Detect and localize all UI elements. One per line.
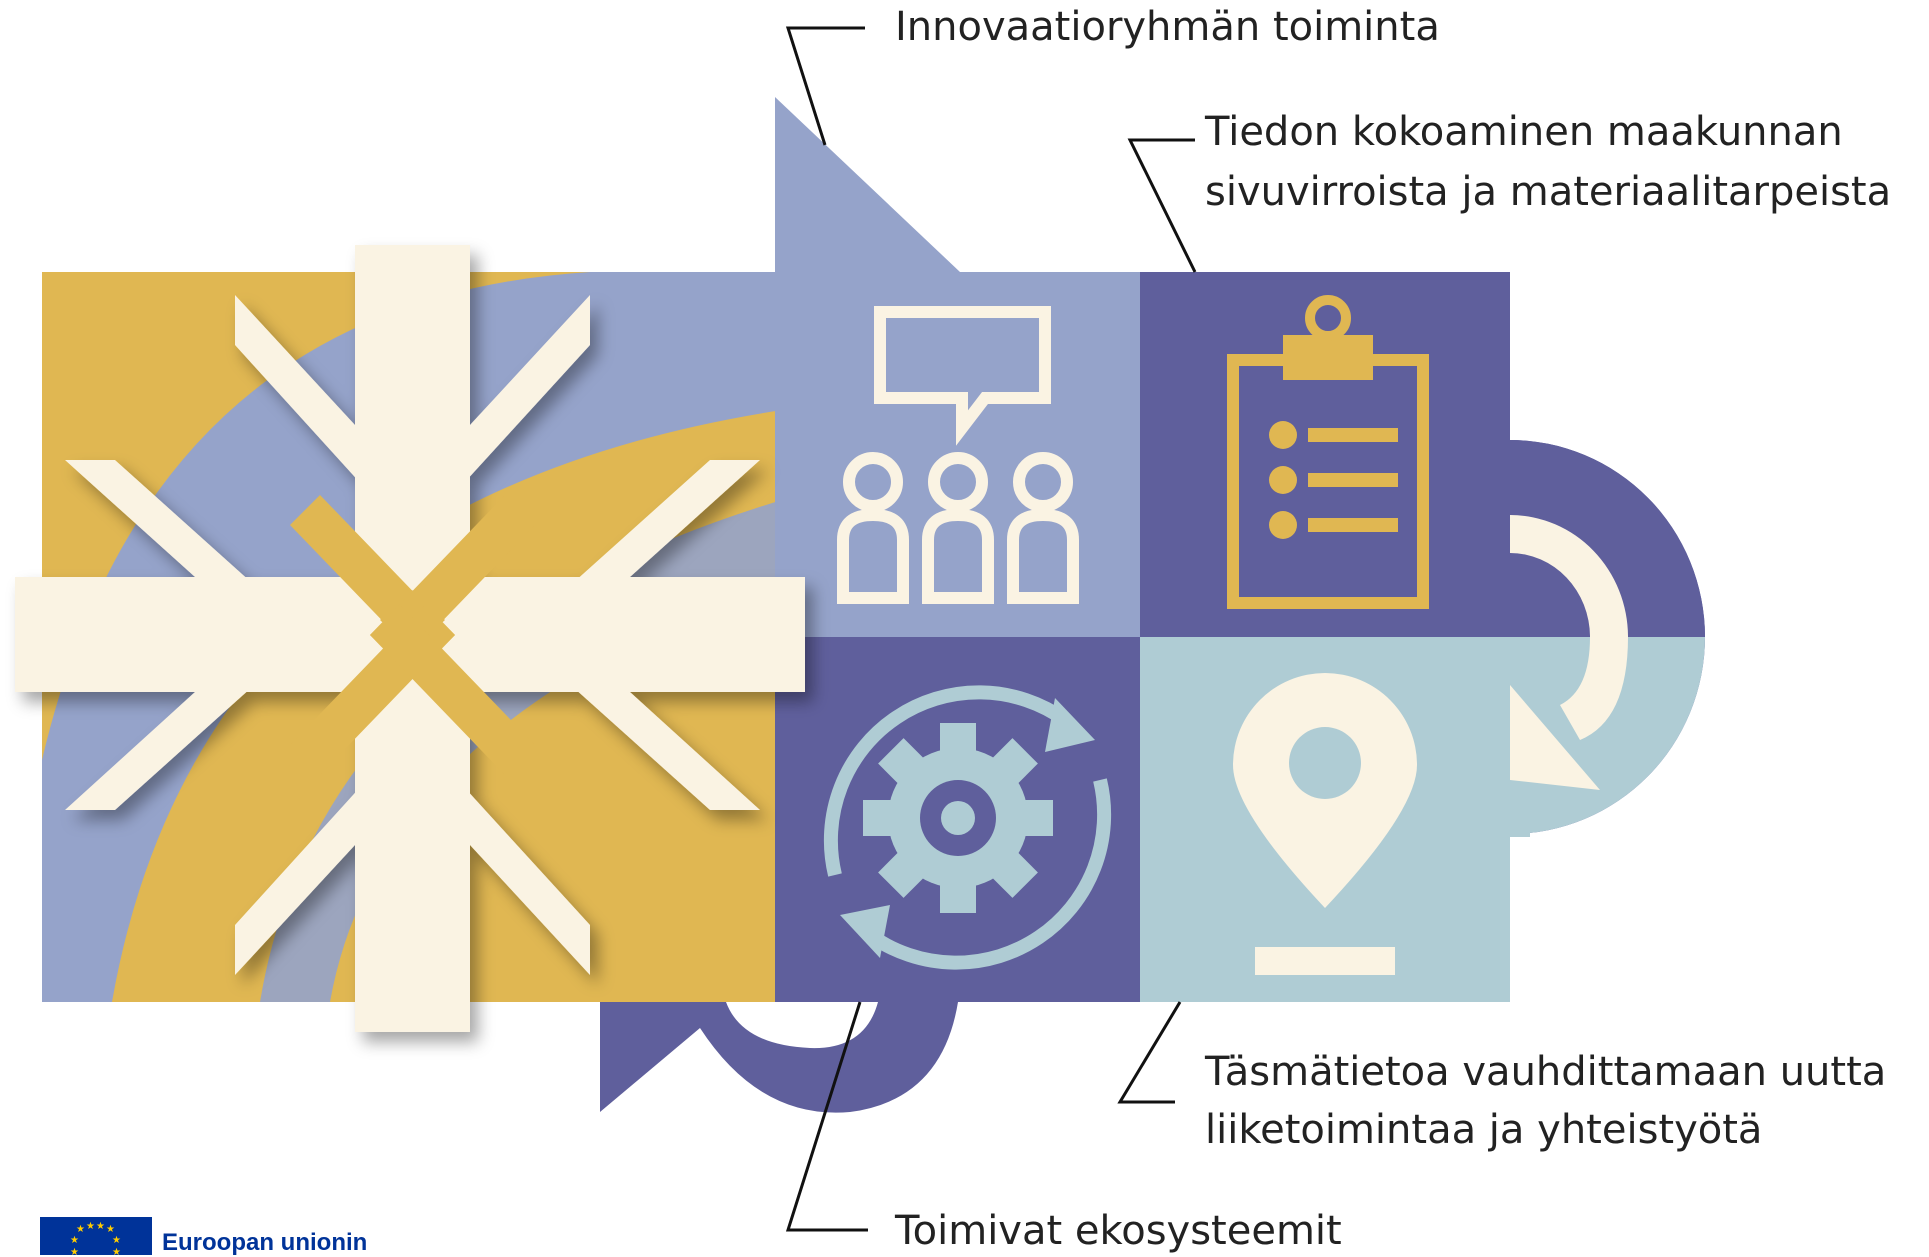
svg-text:★: ★	[106, 1224, 115, 1235]
quadrant-clipboard	[1140, 272, 1510, 637]
svg-text:★: ★	[86, 1221, 95, 1232]
clipboard-checklist-icon	[1227, 295, 1429, 609]
right-loop-upper	[1510, 440, 1705, 637]
location-pin-icon	[1233, 673, 1417, 975]
callout-innovation-group: Innovaatioryhmän toiminta	[895, 4, 1440, 50]
eu-flag-logo: ★★★ ★★★ ★★	[40, 1217, 152, 1255]
callout-lines	[785, 26, 1197, 1232]
snowflake-center-x	[290, 495, 535, 775]
callout-precise-info-line2: liiketoimintaa ja yhteistyötä	[1205, 1107, 1762, 1153]
top-arrow-shape	[775, 97, 960, 272]
callout-data-collection-line1: Tiedon kokoaminen maakunnan	[1204, 109, 1843, 155]
callout-ecosystems: Toimivat ekosysteemit	[894, 1208, 1342, 1254]
svg-text:★: ★	[112, 1247, 121, 1255]
svg-text:★: ★	[70, 1247, 79, 1255]
people-discussion-icon	[837, 306, 1079, 604]
svg-text:★: ★	[76, 1224, 85, 1235]
bottom-loop-arrow	[600, 1002, 958, 1113]
svg-text:★: ★	[70, 1235, 79, 1246]
callout-precise-info-line1: Täsmätietoa vauhdittamaan uutta	[1204, 1049, 1886, 1095]
svg-text:★: ★	[96, 1221, 105, 1232]
callout-data-collection-line2: sivuvirroista ja materiaalitarpeista	[1205, 169, 1891, 215]
svg-text:★: ★	[112, 1235, 121, 1246]
return-arrow-icon	[1510, 515, 1628, 790]
eu-funding-label: Euroopan unionin	[162, 1229, 368, 1256]
gear-cycle-icon	[823, 685, 1112, 970]
